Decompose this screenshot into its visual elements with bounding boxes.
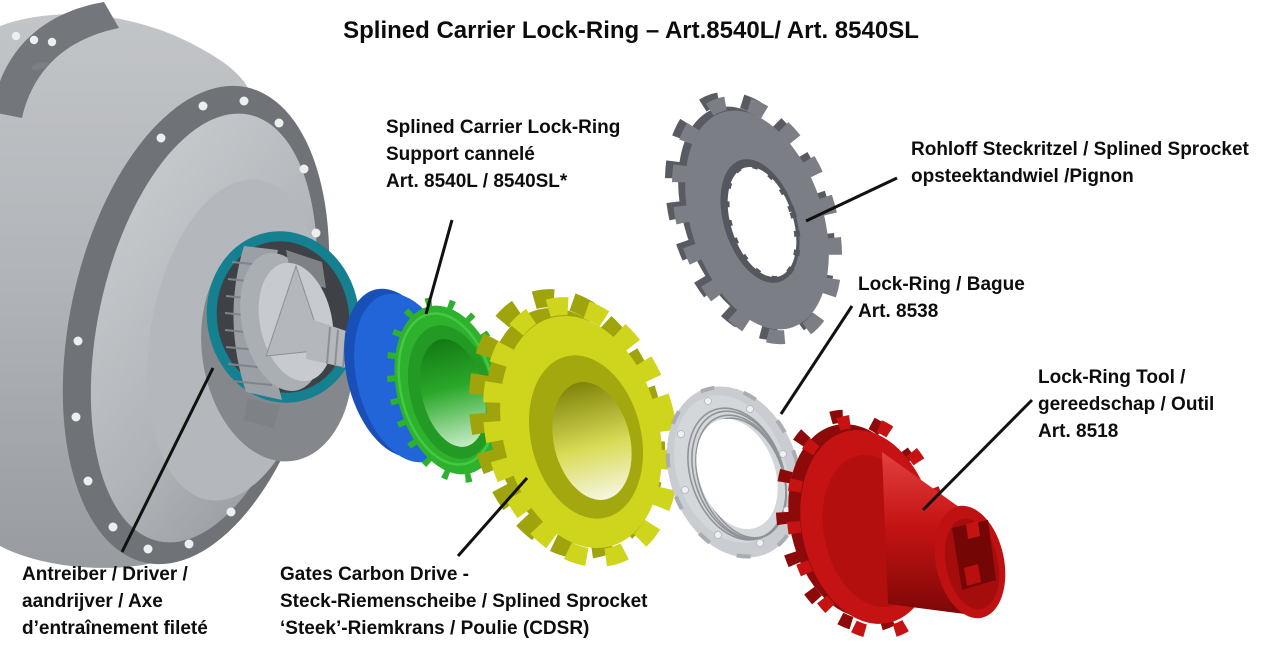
label-line: Art. 8518: [1038, 421, 1119, 442]
rohloff-sprocket-illustration: [664, 91, 843, 345]
lockring-illustration: [665, 385, 803, 559]
label-rohloff-sprocket: Rohloff Steckritzel / Splined Sprocket o…: [911, 136, 1249, 190]
flange-hole: [47, 37, 57, 47]
label-line: Antreiber / Driver /: [22, 564, 188, 585]
label-line: opsteektandwiel /Pignon: [911, 166, 1134, 187]
carrier-bore: [420, 339, 486, 447]
label-line: ‘Steek’-Riemkrans / Poulie (CDSR): [280, 618, 590, 639]
lockring-tool-illustration: [775, 409, 1006, 640]
label-line: Support cannelé: [386, 144, 535, 165]
page-title: Splined Carrier Lock-Ring – Art.8540L/ A…: [343, 17, 919, 44]
disc-spoke-holes: [71, 96, 321, 554]
label-line: Gates Carbon Drive -: [280, 564, 469, 585]
gates-pulley-illustration: [468, 289, 680, 567]
tool-socket-key-bottom: [964, 564, 981, 586]
tool-socket-key-top: [966, 521, 980, 539]
leader-tool: [921, 398, 1034, 512]
label-line: gereedschap / Outil: [1038, 394, 1215, 415]
label-line: Rohloff Steckritzel / Splined Sprocket: [911, 139, 1249, 160]
label-lockring: Lock-Ring / Bague Art. 8538: [858, 271, 1025, 325]
label-line: Lock-Ring / Bague: [858, 274, 1025, 295]
tool-socket: [952, 520, 996, 590]
leader-lines: [120, 176, 1034, 557]
hub-illustration: [0, 2, 370, 568]
label-line: Splined Carrier Lock-Ring: [386, 117, 621, 138]
label-driver: Antreiber / Driver / aandrijver / Axe d’…: [22, 561, 208, 642]
label-line: d’entraînement fileté: [22, 618, 208, 639]
lockring-dimples: [677, 397, 791, 547]
flange-hole: [11, 31, 21, 41]
sprocket-teeth: [671, 95, 843, 345]
leader-carrier: [424, 219, 454, 315]
label-line: Art. 8538: [858, 301, 939, 322]
label-line: aandrijver / Axe: [22, 591, 163, 612]
leader-lockring: [779, 305, 854, 415]
lockring-notches: [665, 385, 803, 559]
label-line: Lock-Ring Tool /: [1038, 367, 1186, 388]
hub-left-flange: [0, 2, 119, 118]
sprocket-bore-splines: [723, 162, 801, 282]
sprocket-bore: [727, 166, 797, 278]
label-splined-carrier: Splined Carrier Lock-Ring Support cannel…: [386, 114, 620, 195]
pulley-bore: [552, 382, 632, 500]
label-line: Steck-Riemenscheibe / Splined Sprocket: [280, 591, 648, 612]
label-lockring-tool: Lock-Ring Tool / gereedschap / Outil Art…: [1038, 364, 1214, 445]
label-line: Art. 8540L / 8540SL*: [386, 171, 568, 192]
lockring-bore: [696, 418, 778, 530]
hub-vent-slot: [31, 62, 49, 70]
leader-driver: [120, 367, 215, 553]
label-gates-pulley: Gates Carbon Drive - Steck-Riemenscheibe…: [280, 561, 647, 642]
leader-gates: [456, 477, 529, 557]
flange-hole: [29, 35, 39, 45]
pulley-teeth: [482, 297, 680, 567]
driver-tab-bottom: [244, 398, 280, 428]
leader-sprocket: [805, 176, 898, 223]
